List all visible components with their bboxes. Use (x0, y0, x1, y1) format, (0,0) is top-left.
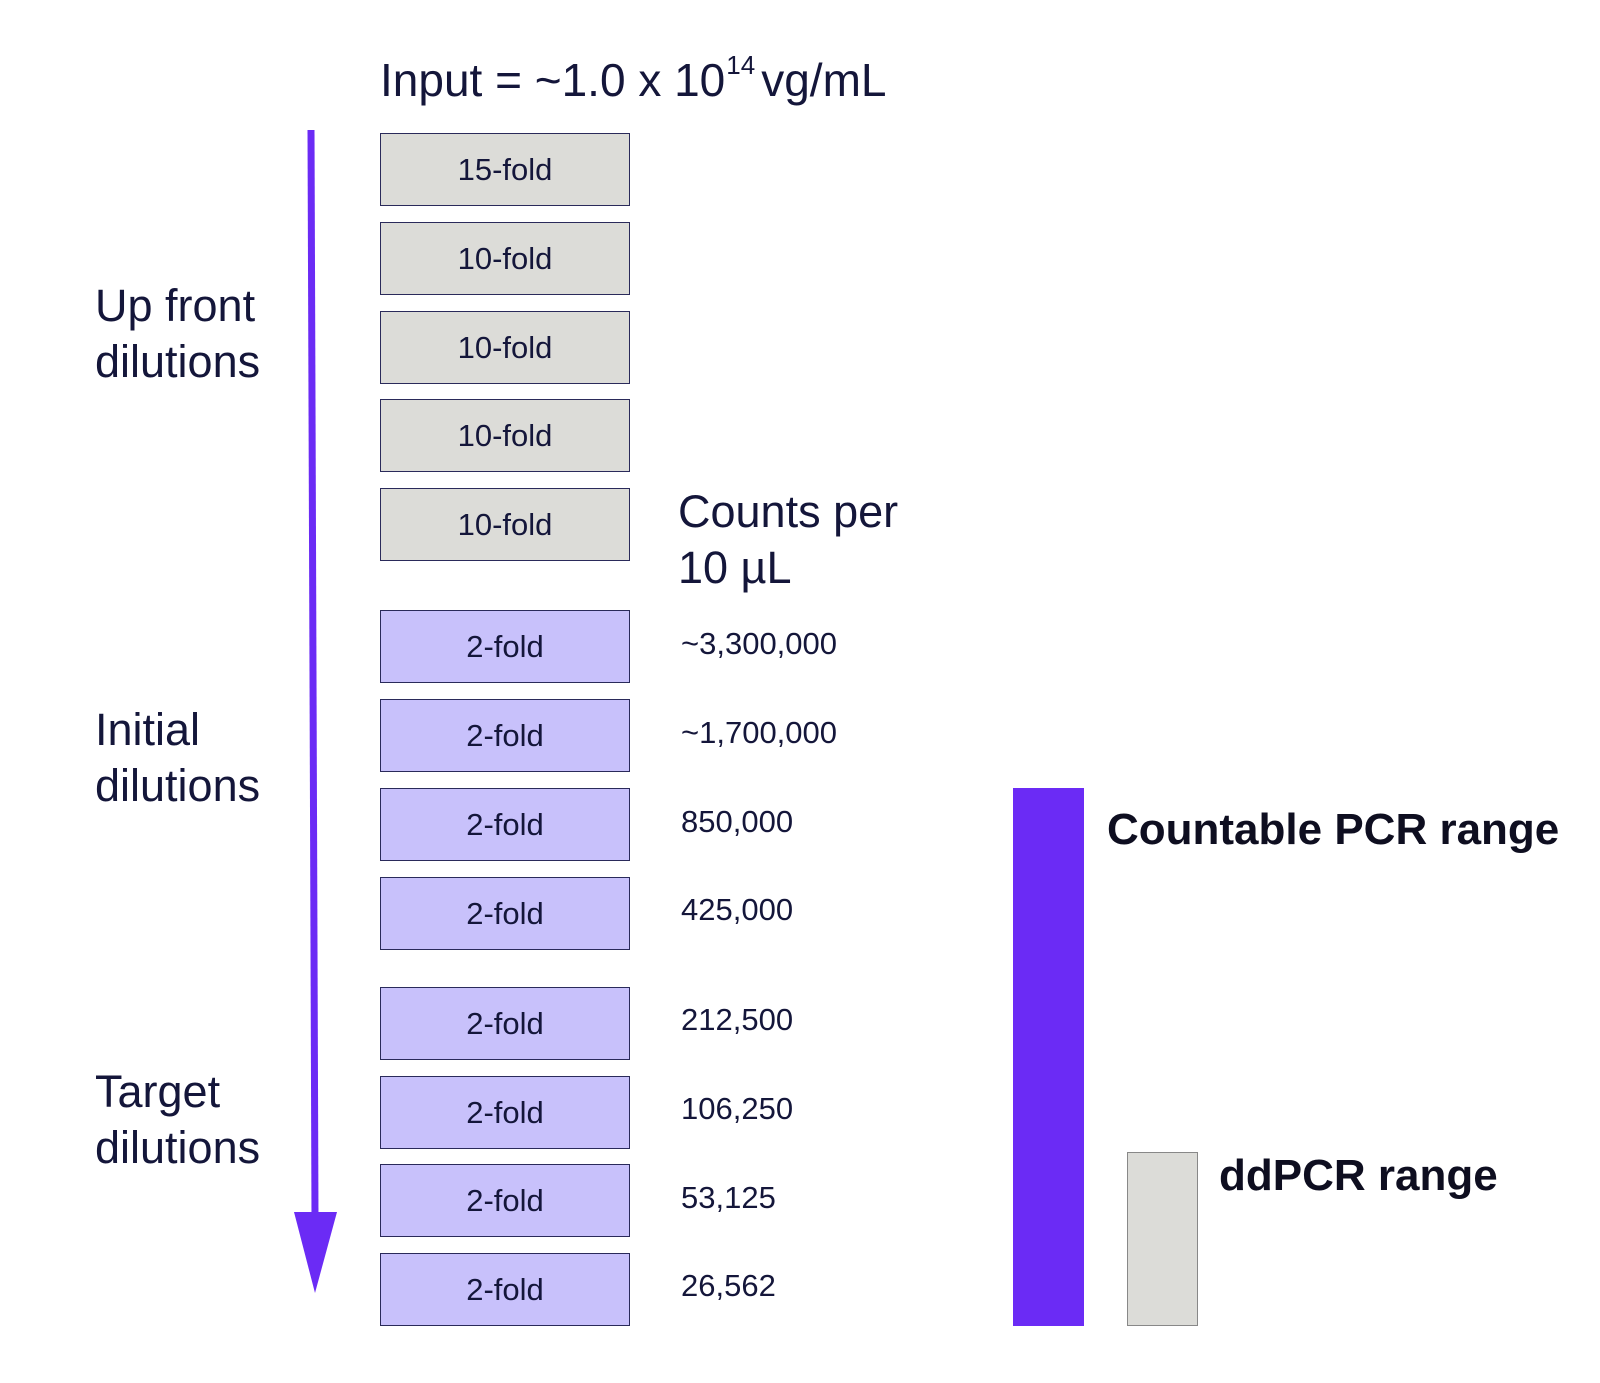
dilution-step-6: 2-fold (380, 610, 630, 683)
section-label-target: Target dilutions (95, 1066, 261, 1173)
dilution-step-9: 2-fold (380, 877, 630, 950)
count-step-8: 850,000 (681, 804, 794, 839)
title-prefix: Input = ~1.0 x 10 (380, 54, 726, 106)
dilution-step-10: 2-fold (380, 987, 630, 1060)
title-suffix: vg/mL (761, 54, 887, 106)
dilution-step-5: 10-fold (380, 488, 630, 561)
arrow-shaft (307, 130, 319, 1221)
count-step-11: 106,250 (681, 1091, 794, 1126)
section-label-upfront: Up front dilutions (95, 280, 261, 387)
count-step-9: 425,000 (681, 892, 794, 927)
countable-pcr-range-bar (1013, 788, 1084, 1326)
dilution-step-4: 10-fold (380, 399, 630, 472)
ddpcr-range-label: ddPCR range (1219, 1151, 1498, 1200)
dilution-direction-arrow-icon (294, 130, 337, 1293)
counts-per-volume-header: Counts per 10 µL (678, 486, 899, 593)
title-exponent: 14 (726, 50, 756, 80)
count-step-6: ~3,300,000 (681, 626, 838, 661)
dilution-step-3: 10-fold (380, 311, 630, 384)
count-step-10: 212,500 (681, 1002, 794, 1037)
count-step-13: 26,562 (681, 1268, 776, 1303)
dilution-step-2: 10-fold (380, 222, 630, 295)
dilution-step-7: 2-fold (380, 699, 630, 772)
countable-pcr-range-label: Countable PCR range (1107, 805, 1560, 854)
ddpcr-range-bar (1127, 1152, 1198, 1326)
section-label-initial: Initial dilutions (95, 704, 261, 811)
dilution-step-12: 2-fold (380, 1164, 630, 1237)
dilution-step-13: 2-fold (380, 1253, 630, 1326)
dilution-step-1: 15-fold (380, 133, 630, 206)
count-step-7: ~1,700,000 (681, 715, 838, 750)
dilution-step-8: 2-fold (380, 788, 630, 861)
arrow-head (294, 1212, 337, 1293)
count-step-12: 53,125 (681, 1180, 776, 1215)
dilution-step-11: 2-fold (380, 1076, 630, 1149)
